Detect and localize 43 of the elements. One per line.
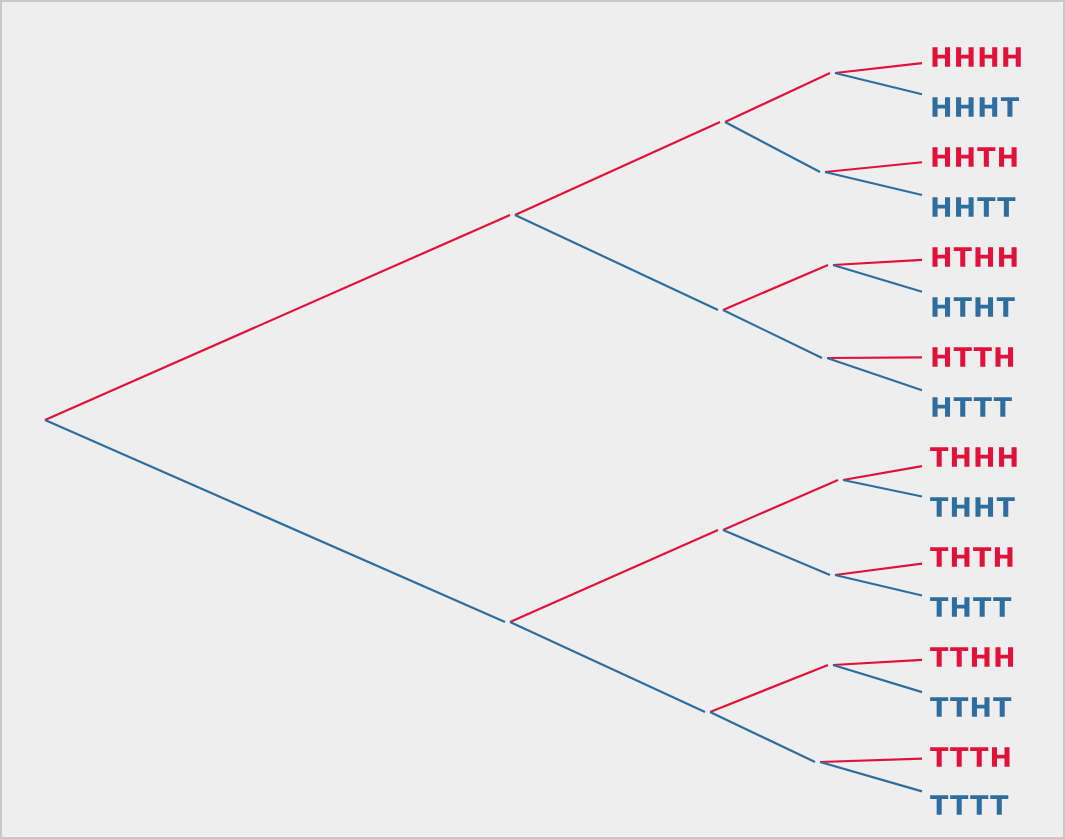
branch-line <box>832 663 923 694</box>
branch-line <box>842 478 923 498</box>
branch-line <box>722 478 839 531</box>
outcome-label: HHTH <box>932 147 1017 167</box>
branch-line <box>44 418 506 623</box>
outcome-label: TTTH <box>930 747 1010 767</box>
branch-line <box>832 258 923 267</box>
outcome-label: HHHT <box>932 97 1019 117</box>
branch-line <box>509 621 706 713</box>
outcome-label: TTHH <box>930 647 1014 667</box>
branch-line <box>722 309 823 359</box>
branch-line <box>826 356 923 392</box>
outcome-label: HTTH <box>932 347 1014 367</box>
outcome-label: THTH <box>930 547 1013 567</box>
branch-line <box>842 465 923 482</box>
outcome-label: HHHH <box>932 47 1021 67</box>
branch-line <box>722 528 831 576</box>
branch-line <box>819 757 923 764</box>
branch-line <box>509 528 719 623</box>
branch-line <box>827 356 922 360</box>
branch-line <box>722 263 829 311</box>
branch-line <box>44 213 511 421</box>
branch-line <box>832 263 923 293</box>
branch-line <box>724 121 821 173</box>
branch-line <box>514 214 719 311</box>
outcome-label: THHT <box>930 497 1015 517</box>
branch-line <box>834 71 923 96</box>
branch-line <box>514 120 721 216</box>
outcome-label: THTT <box>930 597 1012 617</box>
branch-line <box>819 760 923 793</box>
outcome-label: TTHT <box>930 697 1012 717</box>
outcome-label: HTHT <box>932 297 1015 317</box>
outcome-label: HTTT <box>932 397 1012 417</box>
outcome-label: HTHH <box>932 247 1017 267</box>
branch-line <box>832 658 923 667</box>
outcome-label: TTTT <box>930 795 1009 815</box>
branch-line <box>709 663 829 713</box>
branch-line <box>834 573 923 597</box>
outcome-label: THHH <box>930 447 1017 467</box>
branch-line <box>709 711 816 763</box>
branch-line <box>724 72 831 123</box>
outcome-label: HHTT <box>932 197 1016 217</box>
branch-line <box>824 170 923 197</box>
